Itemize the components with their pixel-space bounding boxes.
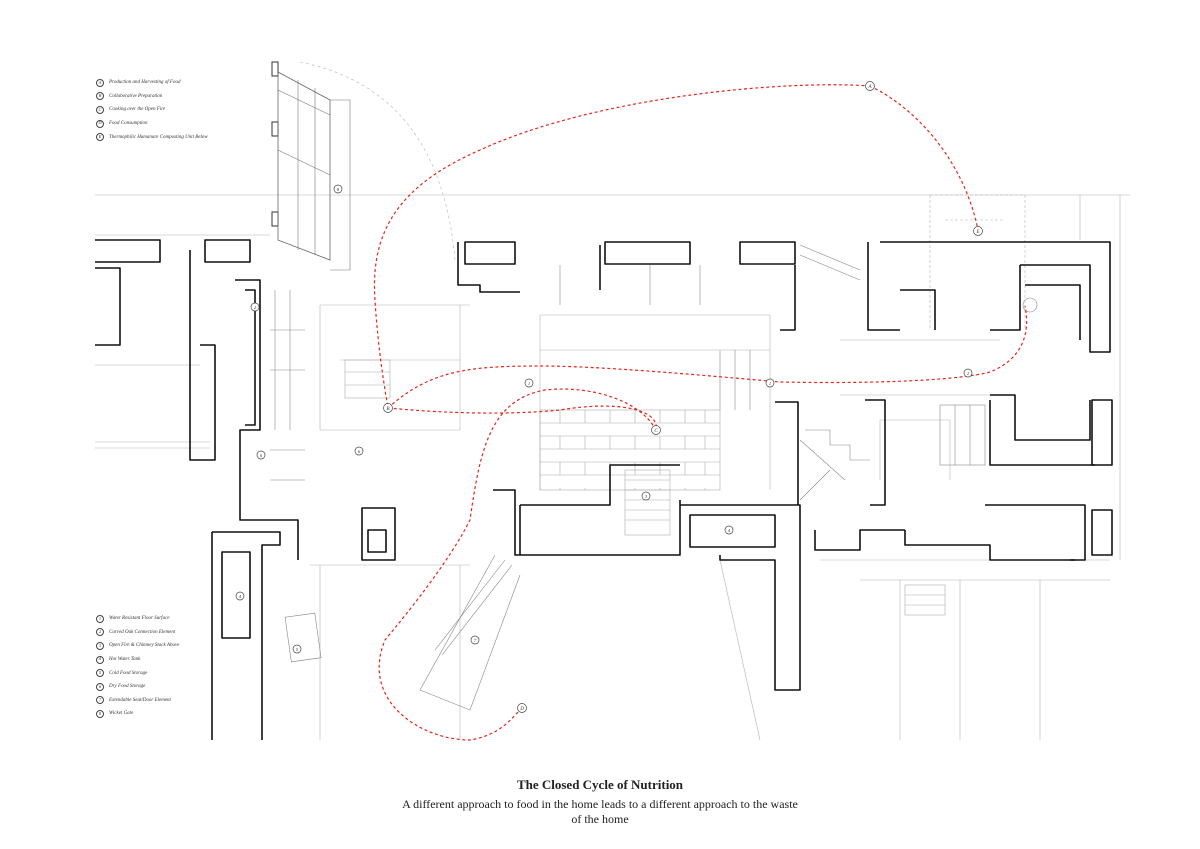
legend-stage-label: Cooking over the Open Fire — [109, 107, 166, 113]
element-marker-3-label: 3 — [645, 494, 648, 499]
legend-element-label: Cold Food Storage — [109, 670, 148, 676]
legend-element-marker: 2 — [96, 628, 104, 637]
brick-patterns — [344, 359, 946, 616]
legend-element-row: 1 Water Resistant Floor Surface — [96, 612, 179, 626]
path-marker-c: C — [651, 425, 661, 435]
legend-stage-row: D Food Consumption — [96, 117, 208, 131]
legend-stage-row: B Collaborative Preparation — [96, 90, 208, 104]
legend-stage-label: Food Consumption — [109, 121, 148, 127]
legend-stage-marker: B — [96, 92, 104, 101]
legend-element-row: 2 Carved Oak Connection Element — [96, 626, 179, 640]
construction-lines — [95, 61, 1130, 741]
element-marker-4b-label: 4 — [728, 528, 731, 533]
nutrition-cycle-path — [373, 84, 1028, 741]
legend-stage-label: Production and Harvesting of Food — [109, 80, 181, 86]
legend-stage-marker: D — [96, 119, 104, 128]
legend-element-marker: 3 — [96, 641, 104, 650]
legend-element-label: Extendable Seat/Door Element — [109, 697, 171, 703]
path-marker-d: D — [517, 703, 527, 713]
element-marker-3: 3 — [641, 491, 651, 501]
legend-elements: 1 Water Resistant Floor Surface 2 Carved Oa… — [96, 612, 179, 721]
legend-stage-marker: C — [96, 105, 104, 114]
legend-stage-row: C Cooking over the Open Fire — [96, 103, 208, 117]
legend-element-row: 3 Open Fire & Chimney Stack Above — [96, 639, 179, 653]
element-marker-4: 4 — [235, 591, 245, 601]
caption-subtitle: A different approach to food in the home… — [0, 797, 1200, 827]
element-marker-4-label: 4 — [239, 594, 242, 599]
path-marker-e-label: E — [975, 230, 979, 235]
element-marker-8: 8 — [333, 184, 343, 194]
glazed-tower — [271, 61, 351, 271]
legend-element-label: Carved Oak Connection Element — [109, 629, 176, 635]
legend-element-label: Water Resistant Floor Surface — [109, 616, 170, 622]
path-marker-a-label: A — [867, 85, 872, 90]
legend-element-row: 5 Cold Food Storage — [96, 666, 179, 680]
element-marker-2b-label: 2 — [967, 371, 970, 376]
legend-element-row: 7 Extendable Seat/Door Element — [96, 694, 179, 708]
element-marker-2b: 2 — [963, 368, 973, 378]
legend-stage-row: E Thermophilic Humanure Composting Unit B… — [96, 130, 208, 144]
legend-element-row: 6 Dry Food Storage — [96, 680, 179, 694]
element-marker-7-label: 7 — [474, 638, 477, 643]
legend-element-marker: 6 — [96, 682, 104, 691]
legend-element-row: 8 Wicket Gate — [96, 707, 179, 721]
element-marker-5: 5 — [292, 644, 302, 654]
path-markers: A B C D E — [383, 81, 983, 713]
legend-element-marker: 1 — [96, 614, 104, 623]
element-markers: 1 1 2 2 3 4 4 5 6 6 7 8 — [235, 184, 973, 654]
legend-element-marker: 7 — [96, 696, 104, 705]
path-marker-b-label: B — [386, 407, 389, 412]
element-marker-7: 7 — [470, 635, 480, 645]
caption-subtitle-line-1: A different approach to food in the home… — [402, 797, 798, 811]
element-marker-2-label: 2 — [254, 305, 257, 310]
path-marker-a: A — [865, 81, 875, 91]
element-marker-1-label: 1 — [528, 381, 530, 386]
caption-title: The Closed Cycle of Nutrition — [516, 777, 684, 792]
path-marker-b: B — [383, 403, 393, 413]
element-marker-4b: 4 — [724, 525, 734, 535]
element-marker-1: 1 — [524, 378, 534, 388]
legend-stage-row: A Production and Harvesting of Food — [96, 76, 208, 90]
element-marker-6b-label: 6 — [358, 449, 361, 454]
legend-stage-label: Collaborative Preparation — [109, 93, 163, 99]
path-marker-e: E — [973, 226, 983, 236]
legend-element-label: Open Fire & Chimney Stack Above — [109, 643, 180, 649]
element-marker-8-label: 8 — [337, 187, 340, 192]
legend-element-marker: 5 — [96, 669, 104, 678]
legend-stage-marker: A — [96, 78, 104, 87]
legend-stage-label: Thermophilic Humanure Composting Unit Be… — [109, 134, 208, 140]
element-marker-1b-label: 1 — [769, 381, 771, 386]
element-marker-1b: 1 — [765, 378, 775, 388]
element-marker-2: 2 — [250, 302, 260, 312]
wall-sections — [95, 239, 1113, 740]
legend-element-label: Dry Food Storage — [109, 684, 146, 690]
path-marker-c-label: C — [654, 429, 658, 434]
caption-subtitle-line-2: of the home — [571, 812, 629, 826]
fine-detail-lines — [270, 244, 1038, 711]
element-marker-5-label: 5 — [296, 647, 299, 652]
legend-element-label: Wicket Gate — [109, 711, 134, 717]
legend-element-row: 4 Hot Water Tank — [96, 653, 179, 667]
element-marker-6b: 6 — [354, 446, 364, 456]
path-marker-d-label: D — [519, 707, 524, 712]
legend-stage-marker: E — [96, 133, 104, 142]
legend-element-label: Hot Water Tank — [109, 657, 141, 663]
legend-element-marker: 8 — [96, 709, 104, 718]
element-marker-6: 6 — [256, 450, 266, 460]
element-marker-6-label: 6 — [260, 453, 263, 458]
legend-element-marker: 4 — [96, 655, 104, 664]
